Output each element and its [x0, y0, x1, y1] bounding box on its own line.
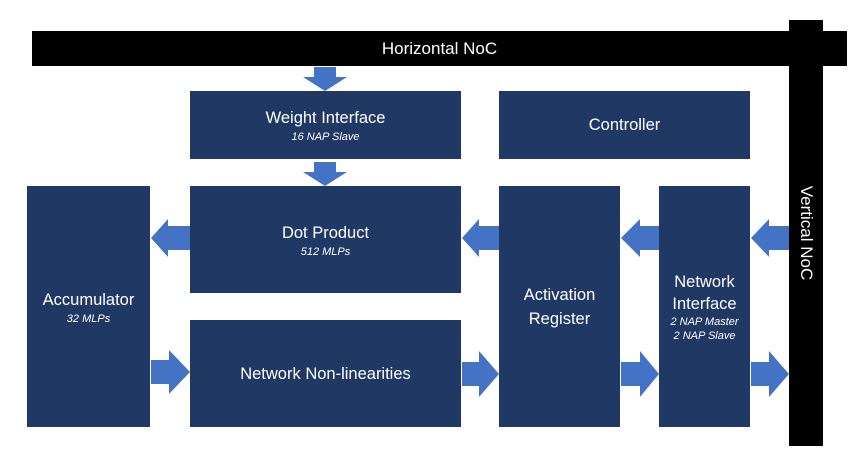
controller-block: Controller	[499, 91, 750, 159]
horizontal-noc-bus: Horizontal NoC	[32, 31, 847, 66]
accumulator-subtitle: 32 MLPs	[66, 312, 111, 325]
network-nonlinearities-title: Network Non-linearities	[240, 364, 411, 383]
arrow-accumulator-to-nonlinearities	[151, 350, 190, 394]
accumulator-title: Accumulator	[42, 290, 135, 309]
horizontal-noc-label: Horizontal NoC	[381, 38, 498, 58]
weight-interface-title: Weight Interface	[265, 109, 386, 127]
activation-register-title-line1: Activation	[523, 285, 596, 304]
arrow-activation-register-to-network-interface	[621, 351, 659, 397]
network-interface-title-line1: Network	[674, 272, 735, 291]
dot-product-block: Dot Product 512 MLPs	[190, 186, 461, 293]
weight-interface-subtitle: 16 NAP Slave	[291, 131, 360, 143]
activation-register-title-line2: Register	[528, 309, 591, 328]
controller-title: Controller	[588, 116, 661, 134]
vertical-noc-bus: Vertical NoC	[789, 20, 823, 446]
network-interface-block: Network Interface 2 NAP Master 2 NAP Sla…	[659, 186, 750, 427]
dot-product-title: Dot Product	[281, 223, 370, 242]
network-nonlinearities-block: Network Non-linearities	[190, 320, 461, 427]
arrow-network-interface-to-vnoc	[751, 351, 789, 397]
arrow-dot-product-to-accumulator	[151, 219, 190, 257]
weight-interface-block: Weight Interface 16 NAP Slave	[190, 91, 461, 159]
arrow-hnoc-to-weight-interface	[303, 67, 347, 91]
arrow-activation-register-to-dot-product	[462, 219, 499, 257]
accumulator-block: Accumulator 32 MLPs	[27, 186, 150, 427]
network-interface-title-line2: Interface	[672, 294, 737, 313]
arrow-nonlinearities-to-activation-register	[462, 351, 499, 397]
network-interface-subtitle-line2: 2 NAP Slave	[673, 329, 736, 342]
activation-register-block: Activation Register	[499, 186, 620, 427]
arrow-network-interface-to-activation-register	[621, 219, 659, 257]
dot-product-subtitle: 512 MLPs	[300, 245, 351, 258]
network-interface-subtitle-line1: 2 NAP Master	[670, 315, 739, 328]
arrow-weight-interface-to-dot-product	[303, 162, 347, 186]
arrow-vnoc-to-network-interface	[751, 219, 789, 257]
